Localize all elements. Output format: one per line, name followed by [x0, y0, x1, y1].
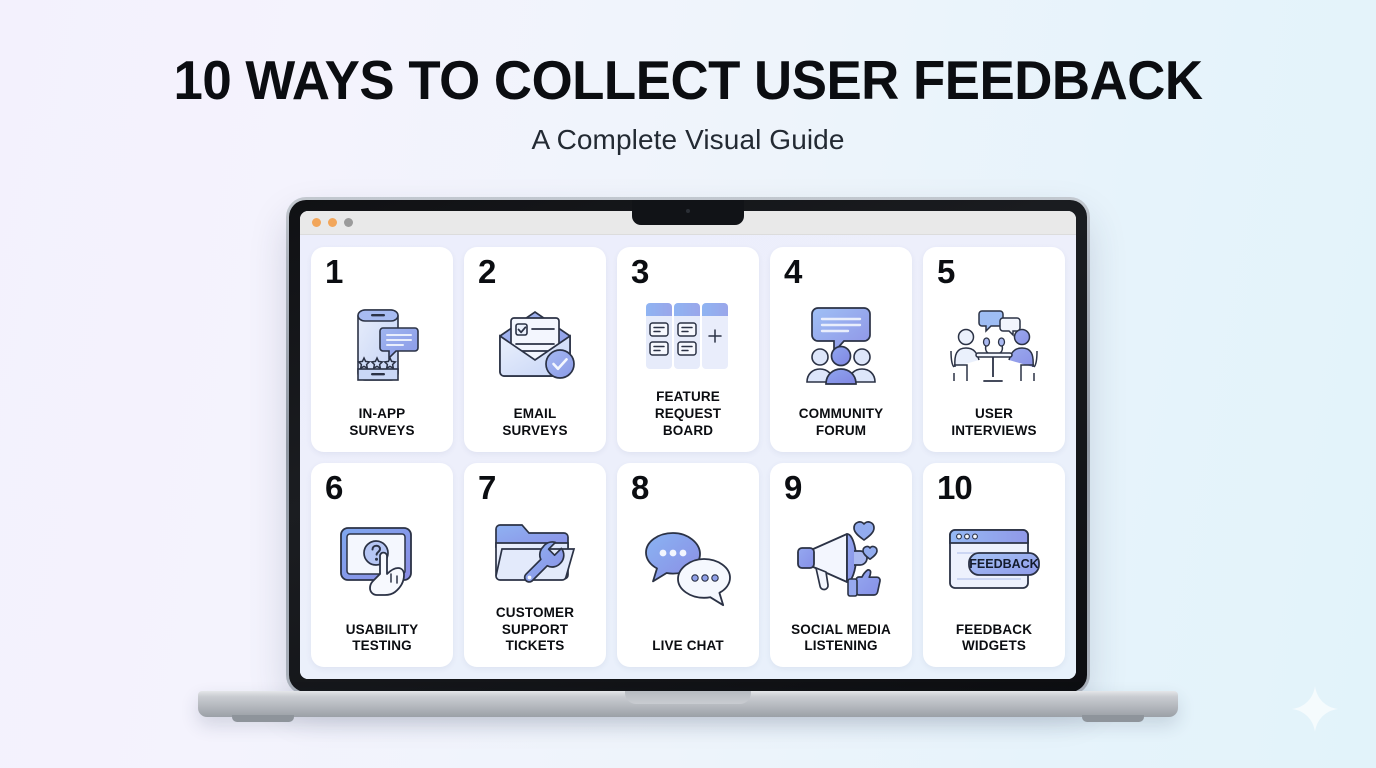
laptop-foot-right: [1082, 715, 1144, 722]
card-feedback-widgets[interactable]: 10: [923, 462, 1065, 667]
card-label: LIVE CHAT: [652, 638, 724, 654]
kanban-board-icon: [623, 283, 753, 389]
card-usability-testing[interactable]: 6: [311, 462, 453, 667]
phone-survey-icon: [317, 283, 447, 406]
page-header: 10 WAYS TO COLLECT USER FEEDBACK A Compl…: [0, 0, 1376, 156]
page-subtitle: A Complete Visual Guide: [531, 124, 845, 156]
laptop-lid: 1: [286, 197, 1090, 695]
webcam-notch: [632, 200, 744, 225]
card-number: 10: [937, 468, 973, 506]
traffic-light-close-icon[interactable]: [312, 218, 321, 227]
browser-feedback-button-icon: FEEDBACK: [929, 499, 1059, 622]
card-label: FEATURE REQUEST BOARD: [654, 389, 722, 438]
people-speech-bubble-icon: [776, 283, 906, 406]
camera-icon: [686, 209, 690, 213]
laptop-foot-left: [232, 715, 294, 722]
card-number: 3: [631, 253, 649, 290]
card-row-1: 1: [311, 247, 1065, 452]
envelope-check-icon: [470, 283, 600, 406]
card-in-app-surveys[interactable]: 1: [311, 247, 453, 452]
tablet-hand-question-icon: [317, 499, 447, 622]
card-number: 5: [937, 253, 955, 290]
feedback-button-label: FEEDBACK: [969, 557, 1038, 571]
folder-wrench-icon: [470, 499, 600, 605]
card-label: IN-APP SURVEYS: [349, 406, 415, 438]
card-label: CUSTOMER SUPPORT TICKETS: [495, 604, 575, 654]
card-user-interviews[interactable]: 5: [923, 247, 1065, 452]
card-label: COMMUNITY FORUM: [798, 406, 884, 438]
card-feature-request-board[interactable]: 3: [617, 247, 759, 452]
card-email-surveys[interactable]: 2: [464, 247, 606, 452]
card-number: 2: [478, 253, 496, 290]
card-label: USER INTERVIEWS: [951, 406, 1037, 438]
card-number: 4: [784, 253, 802, 290]
card-number: 7: [478, 468, 496, 506]
card-number: 6: [325, 468, 343, 506]
laptop-base-bar: [198, 691, 1178, 722]
card-number: 1: [325, 253, 343, 290]
card-live-chat[interactable]: 8 LIVE CHAT: [617, 462, 759, 667]
two-chat-bubbles-icon: [623, 499, 753, 639]
laptop-mockup: 1: [0, 197, 1376, 725]
traffic-light-maximize-icon[interactable]: [344, 218, 353, 227]
card-label: SOCIAL MEDIA LISTENING: [791, 621, 891, 654]
card-label: FEEDBACK WIDGETS: [955, 621, 1033, 654]
card-row-2: 6: [311, 462, 1065, 667]
traffic-light-minimize-icon[interactable]: [328, 218, 337, 227]
card-number: 8: [631, 468, 649, 506]
card-label: USABILITY TESTING: [345, 621, 419, 654]
card-number: 9: [784, 468, 802, 506]
card-community-forum[interactable]: 4: [770, 247, 912, 452]
browser-viewport: 1: [300, 235, 1076, 679]
sparkle-icon: [1292, 686, 1338, 732]
interview-table-icon: [929, 283, 1059, 406]
laptop-screen: 1: [300, 211, 1076, 679]
laptop-base: [198, 691, 1178, 725]
card-social-media-listening[interactable]: 9: [770, 462, 912, 667]
laptop-base-notch: [625, 691, 751, 704]
page-title: 10 WAYS TO COLLECT USER FEEDBACK: [173, 49, 1203, 111]
megaphone-hearts-icon: [776, 499, 906, 622]
card-label: EMAIL SURVEYS: [502, 406, 568, 438]
card-customer-support-tickets[interactable]: 7: [464, 462, 606, 667]
